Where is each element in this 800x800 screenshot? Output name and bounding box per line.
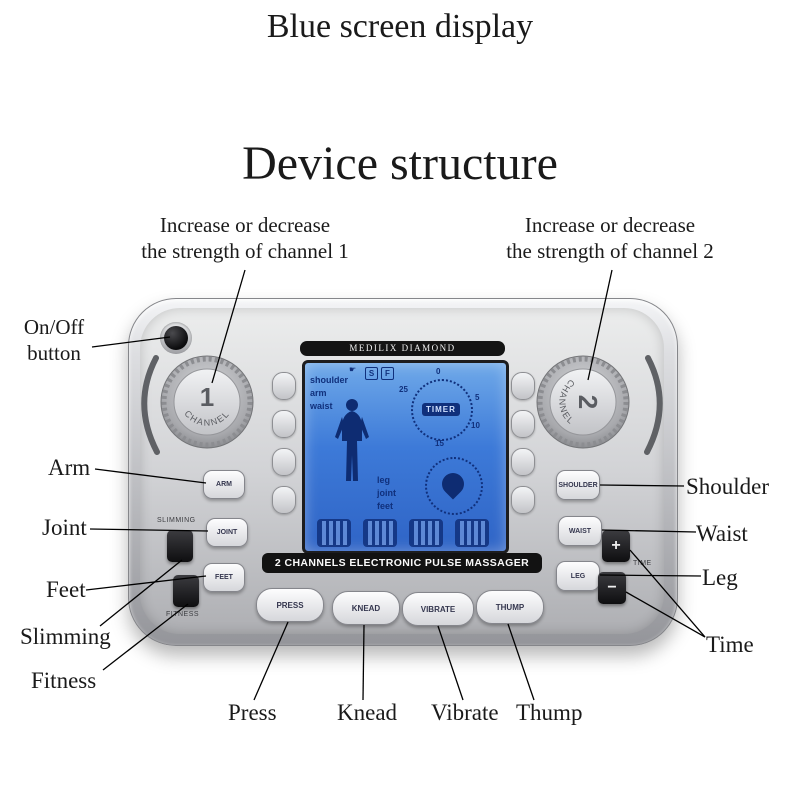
leg-button[interactable]: LEG	[556, 561, 600, 591]
timer-tick-10: 10	[471, 421, 480, 430]
screen-label-shoulder: shoulder	[310, 375, 349, 385]
dial1-knurl	[161, 356, 253, 448]
mode-gauge-icon	[437, 468, 469, 500]
slimming-button[interactable]	[167, 530, 193, 562]
massage-mode-icon-2	[363, 519, 397, 547]
time-minus-button[interactable]: −	[598, 572, 626, 604]
section-title: Device structure	[242, 137, 558, 190]
callout-joint: Joint	[42, 515, 87, 540]
timer-gauge: TIMER	[411, 379, 473, 441]
timer-tick-5: 5	[475, 393, 480, 402]
hand-pointer-icon: ☛	[349, 365, 357, 374]
callout-channel2-line2: the strength of channel 2	[506, 239, 714, 264]
massage-mode-icon-3	[409, 519, 443, 547]
fitness-button[interactable]	[173, 575, 199, 607]
dial2-knurl	[537, 356, 629, 448]
lcd-screen: ☛ S F shoulder arm waist leg joint feet …	[302, 360, 509, 554]
callout-channel1: Increase or decrease the strength of cha…	[108, 212, 382, 265]
callout-press: Press	[228, 700, 277, 725]
timer-tick-0: 0	[436, 367, 441, 376]
callout-channel1-line1: Increase or decrease	[159, 213, 331, 237]
screen-side-button[interactable]	[272, 448, 296, 476]
callout-thump: Thump	[516, 700, 583, 725]
screen-side-button[interactable]	[511, 486, 535, 514]
callout-vibrate: Vibrate	[431, 700, 499, 725]
brand-plate: MEDILIX DIAMOND	[300, 341, 505, 356]
channel2-intensity-dial[interactable]: 2 CHANNEL	[535, 354, 631, 450]
vibrate-button[interactable]: VIBRATE	[402, 592, 474, 626]
callout-time: Time	[706, 632, 754, 657]
callout-onoff-line1: On/Off	[23, 315, 85, 339]
callout-knead: Knead	[337, 700, 398, 725]
screen-side-button[interactable]	[272, 372, 296, 400]
screen-label-waist: waist	[310, 401, 333, 411]
product-banner: 2 CHANNELS ELECTRONIC PULSE MASSAGER	[262, 553, 542, 573]
shoulder-button[interactable]: SHOULDER	[556, 470, 600, 500]
dial1-cap	[173, 368, 241, 436]
page-title: Blue screen display	[266, 8, 534, 45]
callout-channel2: Increase or decrease the strength of cha…	[468, 212, 752, 265]
feet-button[interactable]: FEET	[203, 563, 245, 592]
waist-button[interactable]: WAIST	[558, 516, 602, 546]
fitness-printed-label: FITNESS	[166, 611, 200, 618]
joint-button[interactable]: JOINT	[206, 518, 248, 547]
callout-fitness: Fitness	[31, 668, 97, 693]
power-button[interactable]	[164, 326, 188, 350]
callout-channel1-line2: the strength of channel 1	[141, 239, 349, 264]
screen-label-arm: arm	[310, 388, 327, 398]
timer-tick-25: 25	[399, 385, 408, 394]
mode-f-icon: F	[381, 367, 394, 380]
callout-onoff-line2: button	[27, 341, 81, 366]
time-printed-label: TIME	[633, 560, 652, 567]
mode-gauge	[425, 457, 483, 515]
screen-side-button[interactable]	[272, 410, 296, 438]
callout-arm: Arm	[48, 455, 91, 480]
screen-label-feet: feet	[377, 501, 394, 511]
dial1-number: 1	[200, 382, 214, 412]
press-button[interactable]: PRESS	[256, 588, 324, 622]
screen-label-joint: joint	[377, 488, 396, 498]
callout-slimming: Slimming	[20, 624, 111, 649]
arm-button[interactable]: ARM	[203, 470, 245, 499]
body-silhouette-icon	[335, 399, 369, 481]
mode-s-icon: S	[365, 367, 378, 380]
callout-waist: Waist	[696, 521, 748, 546]
channel1-intensity-dial[interactable]: 1 CHANNEL	[159, 354, 255, 450]
callout-onoff: On/Off button	[6, 314, 102, 367]
dial2-cap	[549, 368, 617, 436]
massage-mode-icon-1	[317, 519, 351, 547]
timer-label: TIMER	[422, 403, 460, 416]
slimming-printed-label: SLIMMING	[157, 517, 196, 524]
massage-mode-icon-4	[455, 519, 489, 547]
time-plus-button[interactable]: +	[602, 530, 630, 562]
callout-feet: Feet	[46, 577, 86, 602]
knead-button[interactable]: KNEAD	[332, 591, 400, 625]
screen-side-button[interactable]	[511, 410, 535, 438]
screen-side-button[interactable]	[272, 486, 296, 514]
timer-tick-15: 15	[435, 439, 444, 448]
callout-channel2-line1: Increase or decrease	[524, 213, 696, 237]
dial2-number: 2	[573, 395, 603, 409]
screen-side-button[interactable]	[511, 448, 535, 476]
callout-leg: Leg	[702, 565, 738, 590]
thump-button[interactable]: THUMP	[476, 590, 544, 624]
callout-shoulder: Shoulder	[686, 474, 770, 499]
screen-side-button[interactable]	[511, 372, 535, 400]
screen-label-leg: leg	[377, 475, 391, 485]
